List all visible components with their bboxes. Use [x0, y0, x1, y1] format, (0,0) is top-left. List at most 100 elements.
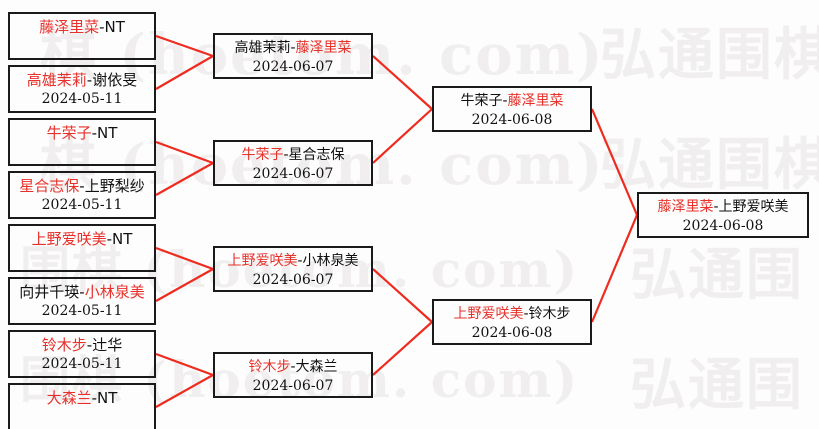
- watermark-text: 弘通围: [630, 242, 804, 308]
- connector-r1-7: [155, 352, 214, 377]
- winner-name: 藤泽里菜: [39, 18, 100, 36]
- match-pairing: 大森兰-NT: [47, 388, 118, 408]
- loser-name: NT: [97, 389, 118, 407]
- winner-name: 高雄茉莉: [26, 71, 87, 89]
- loser-name: NT: [104, 18, 125, 36]
- watermark-text: 弘通围棋: [600, 22, 819, 88]
- match-box-round1-3[interactable]: 牛荣子-NT: [8, 118, 156, 166]
- loser-name: 谢依旻: [92, 71, 138, 89]
- pairing-separator: -: [502, 93, 508, 109]
- match-date: 2024-05-11: [41, 303, 123, 319]
- loser-name: 牛荣子: [460, 93, 503, 109]
- match-date: 2024-06-08: [471, 325, 553, 341]
- winner-name: 星合志保: [19, 177, 80, 195]
- match-box-round1-7[interactable]: 铃木步-辻华 2024-05-11: [8, 330, 156, 378]
- match-date: 2024-06-07: [252, 272, 334, 288]
- connector-r2-2: [372, 108, 433, 164]
- winner-name: 上野爱咲美: [31, 230, 107, 248]
- winner-name: 小林泉美: [84, 283, 145, 301]
- match-date: 2024-06-07: [252, 166, 334, 182]
- winner-name: 牛荣子: [46, 124, 92, 142]
- winner-name: 上野爱咲美: [227, 253, 298, 269]
- loser-name: 铃木步: [528, 306, 571, 322]
- connector-r1-6: [155, 268, 214, 302]
- connector-r1-1: [155, 34, 214, 58]
- match-pairing: 铃木步-大森兰: [248, 357, 337, 377]
- loser-name: NT: [112, 230, 133, 248]
- connector-r2-1: [372, 55, 433, 110]
- loser-name: 上野爱咲美: [718, 199, 789, 215]
- winner-name: 藤泽里菜: [657, 199, 714, 215]
- pairing-separator: -: [99, 18, 105, 36]
- loser-name: 小林泉美: [302, 253, 359, 269]
- winner-name: 牛荣子: [241, 147, 284, 163]
- match-date: 2024-06-08: [682, 218, 764, 234]
- match-pairing: 牛荣子-藤泽里菜: [460, 91, 563, 111]
- match-box-round1-8[interactable]: 大森兰-NT: [8, 383, 156, 429]
- connector-r1-3: [155, 140, 214, 165]
- watermark-text: 弘通围: [630, 352, 804, 418]
- winner-name: 藤泽里菜: [507, 93, 564, 109]
- match-pairing: 高雄茉莉-藤泽里菜: [234, 38, 351, 58]
- connector-r1-2: [155, 55, 214, 90]
- pairing-separator: -: [91, 389, 98, 407]
- match-date: 2024-06-07: [252, 59, 334, 75]
- winner-name: 铃木步: [248, 359, 291, 375]
- match-pairing: 高雄茉莉-谢依旻: [27, 70, 137, 90]
- match-pairing: 藤泽里菜-NT: [39, 17, 125, 37]
- match-box-round1-5[interactable]: 上野爱咲美-NT: [8, 224, 156, 272]
- connector-r3-2: [590, 214, 639, 323]
- match-date: 2024-05-11: [41, 197, 123, 213]
- pairing-separator: -: [283, 147, 289, 163]
- match-box-round1-1[interactable]: 藤泽里菜-NT: [8, 12, 156, 60]
- winner-name: 大森兰: [46, 389, 92, 407]
- pairing-separator: -: [713, 199, 719, 215]
- pairing-separator: -: [290, 40, 296, 56]
- watermark-text: 弘通围棋: [600, 132, 819, 198]
- loser-name: 大森兰: [295, 359, 338, 375]
- connector-r2-3: [372, 268, 433, 323]
- match-pairing: 向井千瑛-小林泉美: [19, 282, 144, 302]
- match-date: 2024-05-11: [41, 91, 123, 107]
- winner-name: 上野爱咲美: [453, 306, 524, 322]
- pairing-separator: -: [86, 336, 93, 354]
- match-pairing: 上野爱咲美-铃木步: [453, 304, 570, 324]
- pairing-separator: -: [79, 283, 85, 301]
- match-pairing: 藤泽里菜-上野爱咲美: [657, 197, 788, 217]
- loser-name: 辻华: [92, 336, 123, 354]
- pairing-separator: -: [86, 71, 93, 89]
- winner-name: 藤泽里菜: [295, 40, 352, 56]
- loser-name: NT: [97, 124, 118, 142]
- match-pairing: 星合志保-上野梨纱: [19, 176, 144, 196]
- match-date: 2024-05-11: [41, 356, 123, 372]
- match-pairing: 牛荣子-星合志保: [241, 145, 344, 165]
- loser-name: 上野梨纱: [84, 177, 145, 195]
- pairing-separator: -: [290, 359, 296, 375]
- connector-r1-5: [155, 246, 214, 271]
- pairing-separator: -: [79, 177, 85, 195]
- pairing-separator: -: [297, 253, 303, 269]
- connector-r3-1: [590, 108, 639, 216]
- match-date: 2024-06-08: [471, 112, 553, 128]
- loser-name: 星合志保: [288, 147, 345, 163]
- connector-r1-4: [155, 162, 214, 196]
- pairing-separator: -: [106, 230, 113, 248]
- match-pairing: 牛荣子-NT: [47, 123, 118, 143]
- match-pairing: 上野爱咲美-小林泉美: [227, 251, 358, 271]
- connector-r2-4: [372, 321, 433, 376]
- pairing-separator: -: [523, 306, 529, 322]
- connector-r1-8: [155, 374, 214, 408]
- loser-name: 高雄茉莉: [234, 40, 291, 56]
- winner-name: 铃木步: [41, 336, 87, 354]
